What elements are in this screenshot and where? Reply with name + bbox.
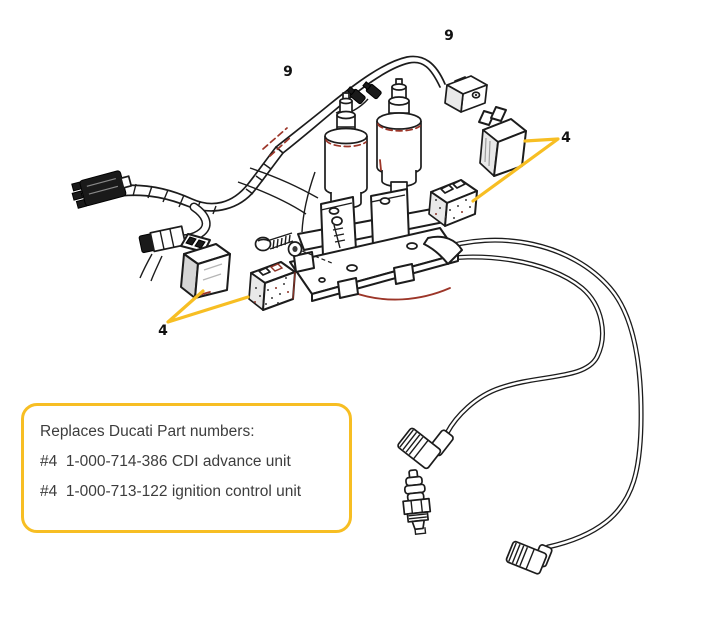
part-label-9-left: 9 <box>283 64 293 80</box>
washer <box>287 241 333 264</box>
pointer-lines-right <box>471 137 560 203</box>
spark-plug-wire-left <box>421 254 605 436</box>
harness-connector-top <box>444 75 488 113</box>
callout-line-2: #4 1-000-713-122 ignition control unit <box>40 483 302 500</box>
harness-pigtail-connector <box>138 225 187 282</box>
spark-plug-wire-right <box>433 237 644 550</box>
connector-block-right <box>428 179 478 227</box>
mounting-screw <box>254 232 294 252</box>
wiring-harness-loom <box>117 146 319 244</box>
ignition-coil-right <box>376 78 422 202</box>
cdi-unit-left <box>180 233 231 299</box>
connector-block-left <box>248 261 296 311</box>
callout-line-1: #4 1-000-714-386 CDI advance unit <box>40 453 291 470</box>
red-wire-segment <box>351 287 451 301</box>
part-label-4-right: 4 <box>561 130 571 146</box>
harness-connector-left <box>71 170 133 209</box>
spark-plug-cap-upper <box>397 427 454 470</box>
spark-plug-cap-lower <box>505 540 553 575</box>
mounting-bracket <box>289 188 463 302</box>
pointer-lines-left <box>166 289 250 324</box>
callout-title: Replaces Ducati Part numbers: <box>40 423 255 440</box>
part-label-4-left: 4 <box>158 323 168 339</box>
part-label-9-right: 9 <box>444 28 454 44</box>
replacement-note-callout: Replaces Ducati Part numbers: #4 1-000-7… <box>21 403 352 533</box>
cdi-unit-right <box>478 106 527 177</box>
spark-plug <box>402 469 432 536</box>
